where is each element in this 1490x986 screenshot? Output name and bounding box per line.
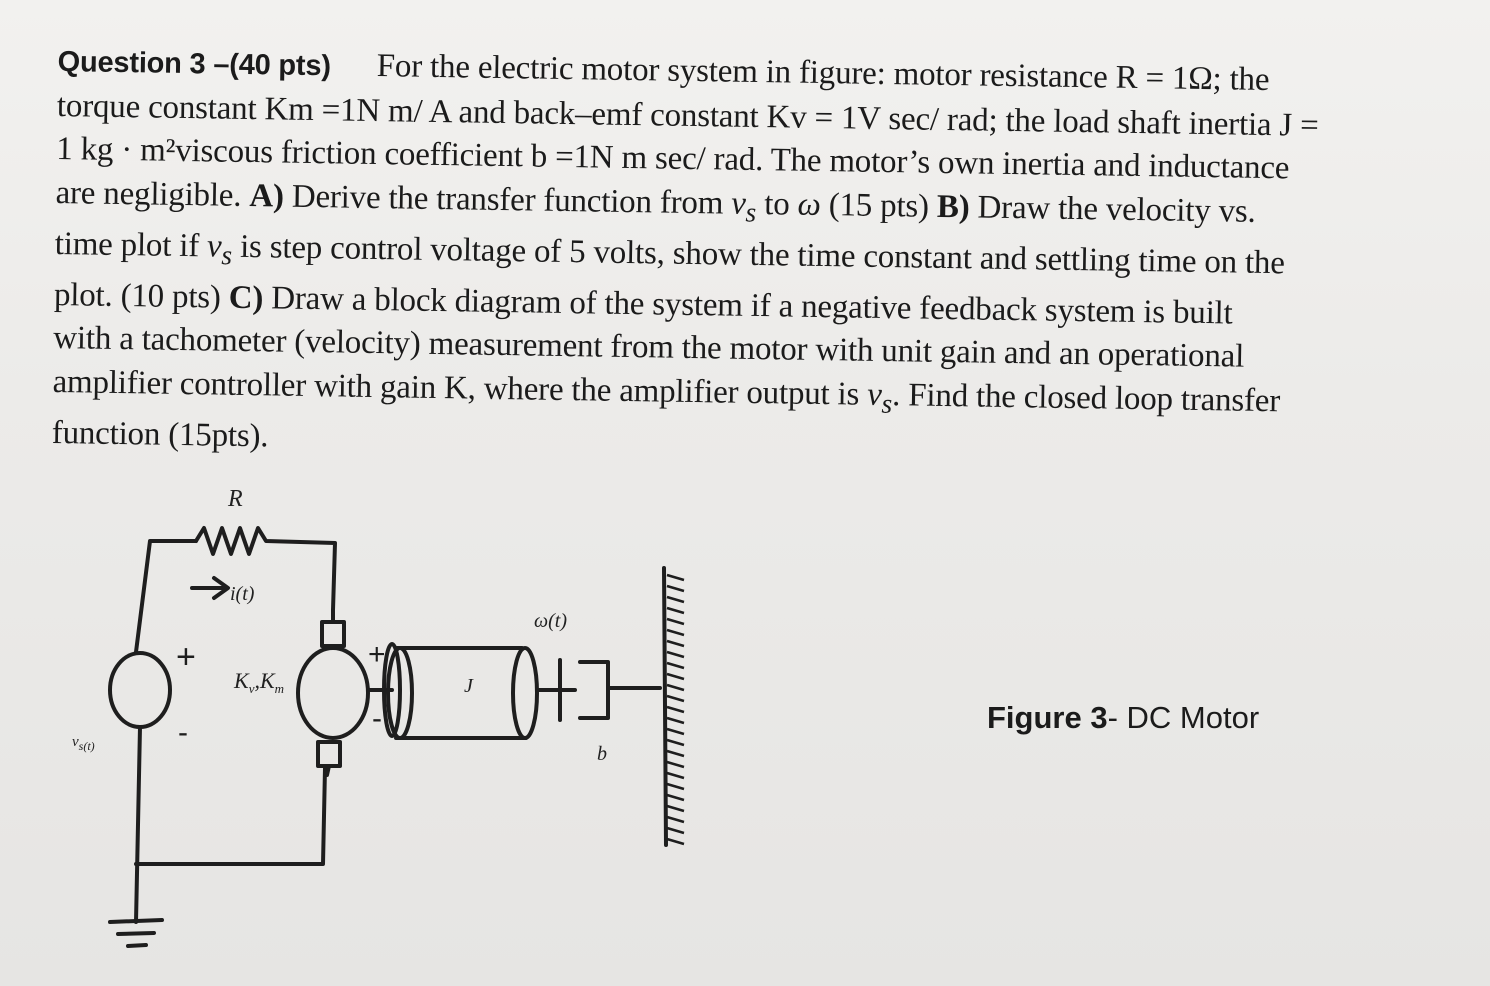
motor-plus-label: + bbox=[368, 638, 386, 671]
motor-minus-label: - bbox=[372, 702, 382, 735]
ground-symbol bbox=[108, 918, 164, 948]
top-left-wire bbox=[134, 539, 198, 654]
motor-body bbox=[296, 646, 370, 740]
inertia-label: J bbox=[464, 675, 474, 697]
resistor-label: R bbox=[227, 486, 243, 512]
brush-leads bbox=[325, 608, 335, 777]
omega-label: ω(t) bbox=[534, 610, 567, 632]
current-arrow-icon bbox=[190, 576, 230, 600]
current-label: i(t) bbox=[230, 583, 255, 605]
dc-motor-circuit-diagram: R i(t) + - vs(t) Kv,Km + - J ω(t) b bbox=[72, 486, 685, 948]
motor-constants-label: Kv,Km bbox=[233, 668, 284, 696]
wall bbox=[662, 566, 668, 847]
wall-hatching bbox=[666, 573, 685, 846]
source-minus-label: - bbox=[178, 716, 188, 749]
source-plus-label: + bbox=[176, 638, 196, 676]
motor-bottom-brush bbox=[316, 740, 342, 768]
motor-top-brush bbox=[320, 620, 346, 648]
inertia-front-face bbox=[386, 646, 414, 740]
part-b-label: B) bbox=[936, 188, 970, 225]
source-ground-wire bbox=[134, 725, 142, 924]
resistor-zigzag bbox=[194, 526, 337, 612]
inertia-back-face bbox=[511, 646, 539, 740]
voltage-source bbox=[108, 651, 172, 729]
bottom-return-wire bbox=[134, 766, 327, 866]
inertia-cylinder bbox=[394, 646, 528, 740]
damper bbox=[558, 658, 662, 722]
friction-label: b bbox=[597, 743, 607, 765]
coupling-disk bbox=[382, 642, 402, 738]
figure-caption: Figure 3- DC Motor bbox=[987, 700, 1260, 735]
source-label: vs(t) bbox=[72, 734, 95, 753]
